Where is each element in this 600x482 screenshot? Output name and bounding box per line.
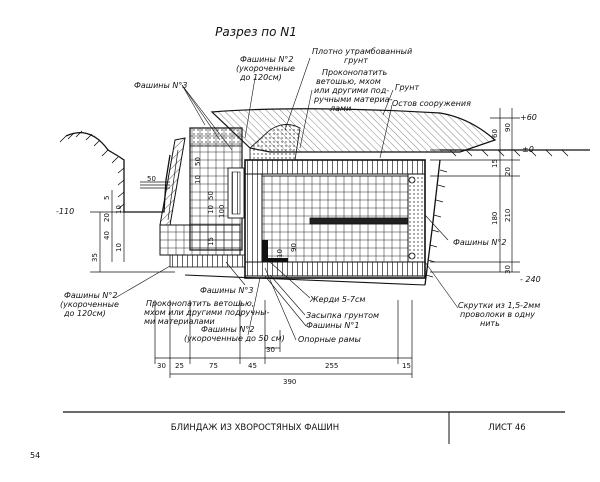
dim-bottom-255: 255	[325, 362, 338, 370]
label-backfill: Засыпка грунтом	[306, 311, 379, 320]
dim-left-50: 50	[147, 175, 156, 183]
dim-inner-90: 90	[290, 243, 298, 252]
title-block: БЛИНДАЖ ИЗ ХВОРОСТЯНЫХ ФАШИН ЛИСТ 46 54	[30, 411, 565, 460]
label-caulk-top-e: лами	[329, 104, 351, 113]
label-fascines-2-top-a: Фашины N°2	[240, 55, 293, 64]
dim-bottom-30b: 30	[266, 346, 275, 354]
dimension-texts: 60 90 15 20 180 210 30 50 5 10 20 40 10 …	[91, 123, 512, 386]
elevation-marks: +60 ±0 -110 - 240	[56, 113, 541, 284]
dim-right-30: 30	[504, 265, 512, 274]
dim-bottom-25: 25	[175, 362, 184, 370]
annotation-labels: Фашины N°2 (укороченные до 120см) Плотно…	[60, 47, 540, 344]
dim-left-40: 40	[103, 231, 111, 240]
dim-total-390: 390	[283, 378, 296, 386]
dim-right-90: 90	[504, 123, 512, 132]
label-tamped-soil-b: грунт	[344, 56, 368, 65]
leader-lines	[114, 57, 459, 341]
label-twists-b: проволоки в одну	[460, 310, 535, 319]
label-twists-c: нить	[480, 319, 500, 328]
dim-right-15: 15	[491, 159, 499, 168]
label-ground: Грунт	[395, 83, 420, 92]
label-fascines-3-bottom: Фашины N°3	[200, 286, 253, 295]
label-frame: Остов сооружения	[392, 99, 471, 108]
label-caulk-bottom-a: Проконопатить ветошью,	[146, 299, 254, 308]
label-fascines-2-left-b: (укороченные	[60, 300, 119, 309]
label-fascines-2-top-b: (укороченные	[236, 64, 295, 73]
label-fascines-2-bottom-b: (укороченные до 50 см)	[184, 334, 285, 343]
dim-left-5: 5	[103, 196, 111, 200]
dim-right-60: 60	[491, 129, 499, 138]
label-fascines-2-left-a: Фашины N°2	[64, 291, 117, 300]
sheet-number: ЛИСТ 46	[488, 423, 525, 433]
dim-bottom-45: 45	[248, 362, 257, 370]
dim-inner-100: 100	[218, 205, 226, 218]
label-caulk-top-b: ветошью, мхом	[316, 77, 381, 86]
dim-inner-15: 15	[207, 237, 215, 246]
label-fascines-2-bottom-a: Фашины N°2	[201, 325, 254, 334]
dim-bottom-75: 75	[209, 362, 218, 370]
dim-right-180: 180	[491, 212, 499, 225]
dim-inner-10c: 10	[276, 249, 284, 258]
dim-left-10: 10	[115, 205, 123, 214]
entrance-wall	[159, 127, 246, 268]
dim-right-20: 20	[504, 167, 512, 176]
label-caulk-top-c: или другими под-	[314, 86, 389, 95]
elev-minus240: - 240	[520, 275, 541, 284]
label-fascines-2-left-c: до 120см)	[63, 309, 106, 318]
dim-inner-10b: 10	[207, 205, 215, 214]
elev-minus110: -110	[56, 207, 74, 216]
dim-left-35: 35	[91, 253, 99, 262]
label-fascines-1: Фашины N°1	[306, 321, 359, 330]
label-caulk-bottom-c: ми материалами	[144, 317, 215, 326]
elev-plus60: +60	[520, 113, 537, 122]
dim-inner-10: 10	[194, 175, 202, 184]
label-caulk-top-a: Проконопатить	[322, 68, 387, 77]
label-fascines-2-right: Фашины N°2	[453, 238, 506, 247]
dim-left-10b: 10	[115, 243, 123, 252]
dim-inner-50: 50	[194, 157, 202, 166]
drawing-title: БЛИНДАЖ ИЗ ХВОРОСТЯНЫХ ФАШИН	[171, 423, 339, 433]
dim-bottom-15: 15	[402, 362, 411, 370]
label-fascines-2-top-c: до 120см)	[239, 73, 282, 82]
dim-bottom-30: 30	[157, 362, 166, 370]
dim-right-210: 210	[504, 209, 512, 222]
main-chamber	[244, 159, 426, 279]
earth-mound	[210, 108, 497, 161]
label-caulk-top-d: ручными материа-	[313, 95, 393, 104]
page-number: 54	[30, 451, 40, 460]
dim-inner-50b: 50	[207, 191, 215, 200]
section-title: Разрез по N1	[215, 25, 297, 39]
dim-left-20: 20	[103, 213, 111, 222]
label-poles: Жерди 5-7см	[309, 295, 365, 304]
label-twists-a: Скрутки из 1,5-2мм	[458, 301, 540, 310]
elev-zero: ±0	[522, 145, 534, 154]
dimension-lines	[90, 108, 520, 378]
label-support-frames: Опорные рамы	[298, 335, 361, 344]
label-tamped-soil-a: Плотно утрамбованный	[312, 47, 412, 56]
label-caulk-bottom-b: мхом или другими подручны-	[144, 308, 270, 317]
label-fascines-3-top: Фашины N°3	[134, 81, 187, 90]
